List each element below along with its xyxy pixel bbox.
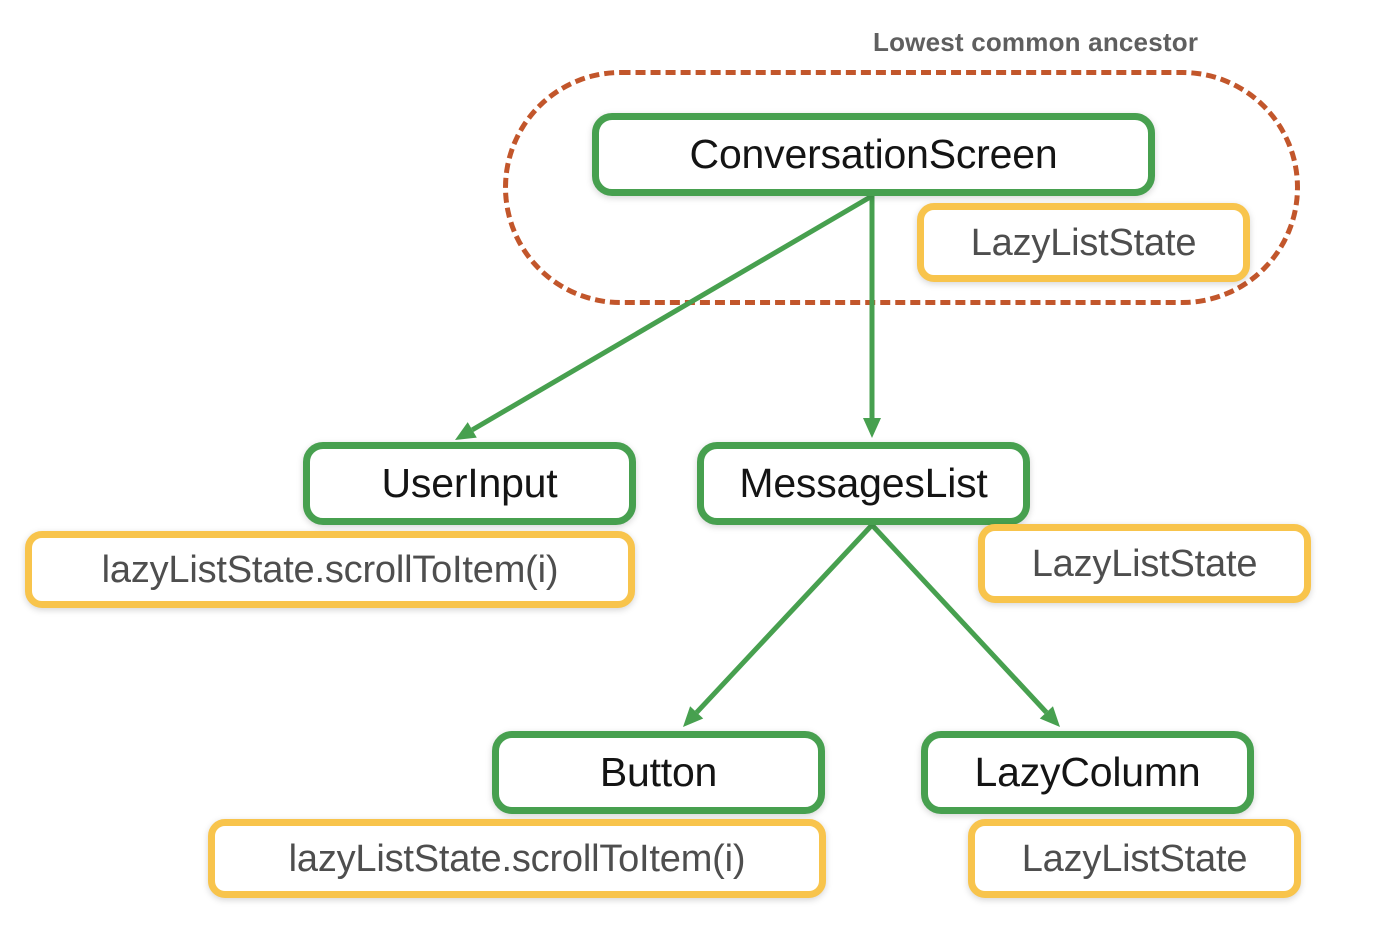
node-label-messages-list: MessagesList (739, 460, 988, 506)
node-label-button: Button (599, 749, 718, 795)
node-messages-list[interactable]: MessagesList (697, 442, 1030, 525)
lowest-common-ancestor-caption: Lowest common ancestor (873, 27, 1199, 57)
node-label-messages-list-state: LazyListState (1031, 542, 1258, 585)
node-lazy-column-state[interactable]: LazyListState (968, 819, 1301, 898)
node-user-input[interactable]: UserInput (303, 442, 636, 525)
node-conversation-screen[interactable]: ConversationScreen (592, 113, 1155, 196)
node-lazy-column[interactable]: LazyColumn (921, 731, 1254, 814)
node-button[interactable]: Button (492, 731, 825, 814)
edge-messageslist-to-button (683, 523, 874, 727)
node-lazy-list-state-root[interactable]: LazyListState (917, 203, 1250, 282)
node-label-lazy-column: LazyColumn (974, 749, 1201, 795)
node-label-user-input-state: lazyListState.scrollToItem(i) (101, 548, 559, 591)
node-user-input-state[interactable]: lazyListState.scrollToItem(i) (25, 531, 635, 608)
node-messages-list-state[interactable]: LazyListState (978, 524, 1311, 603)
node-label-lazy-column-state: LazyListState (1021, 837, 1248, 880)
node-label-user-input: UserInput (381, 460, 558, 506)
edge-messageslist-to-lazycolumn-arrowhead (1039, 706, 1060, 727)
lowest-common-ancestor-region (503, 70, 1300, 305)
edge-conversation-to-userinput-arrowhead (455, 422, 477, 440)
node-button-state[interactable]: lazyListState.scrollToItem(i) (208, 819, 826, 898)
edge-messageslist-to-button-arrowhead (683, 706, 704, 727)
node-label-lazy-list-state-root: LazyListState (970, 221, 1197, 264)
node-label-button-state: lazyListState.scrollToItem(i) (288, 837, 746, 880)
edge-messageslist-to-button-line (694, 523, 874, 715)
node-label-conversation-screen: ConversationScreen (689, 131, 1058, 177)
edge-conversation-to-messageslist-arrowhead (863, 418, 881, 438)
